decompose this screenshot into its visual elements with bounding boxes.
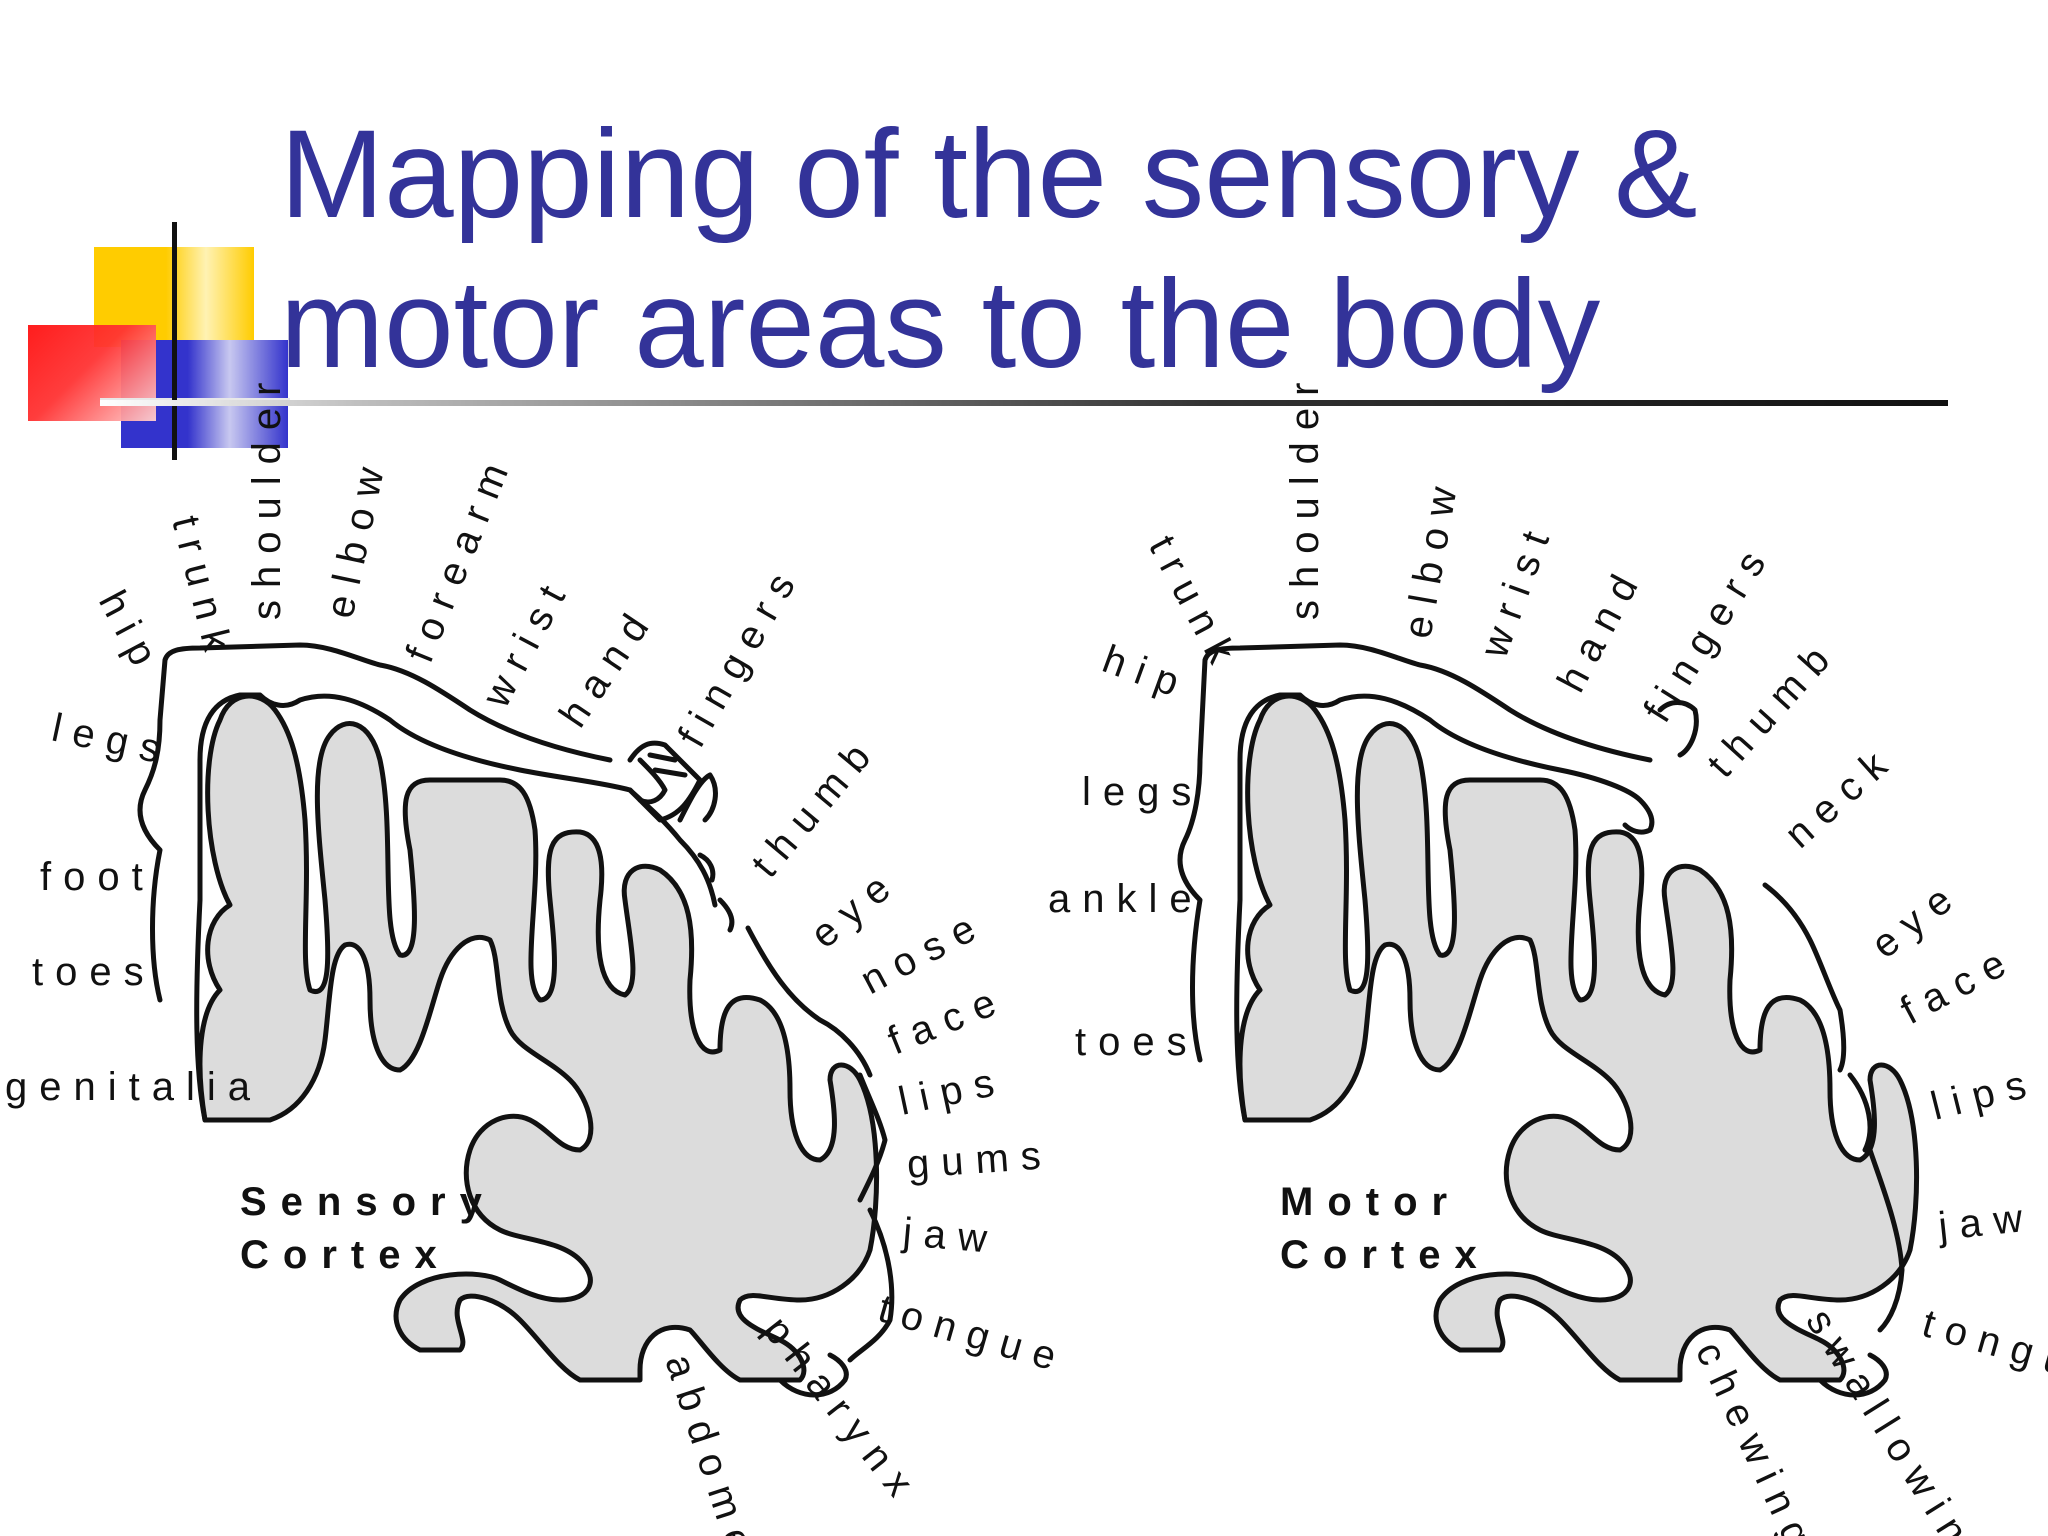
motor-cortex-label-line-2: Cortex: [1280, 1233, 1491, 1277]
motor-label-jaw: jaw: [1935, 1195, 2036, 1249]
sensory-cortex-gyri: [197, 693, 880, 1383]
sensory-label-hip: hip: [90, 584, 171, 684]
sensory-label-gums: gums: [906, 1133, 1055, 1187]
motor-label-hip: hip: [1097, 637, 1196, 709]
sensory-label-lips: lips: [895, 1058, 1010, 1123]
motor-label-lips: lips: [1927, 1060, 2042, 1129]
motor-label-tongue: tongue: [1918, 1301, 2048, 1397]
sensory-cortex-label-line-2: Cortex: [240, 1233, 451, 1277]
sensory-body-outline: [137, 642, 895, 1398]
motor-label-thumb: thumb: [1699, 629, 1846, 786]
title-line-1: Mapping of the sensory &: [280, 105, 1698, 244]
motor-homunculus: trunk shoulder elbow wrist hand fingers …: [1048, 371, 2048, 1536]
sensory-body-part-labels: hip trunk shoulder elbow forearm wrist h…: [5, 371, 1072, 1536]
sensory-cortex-label-line-1: Sensory: [240, 1180, 496, 1224]
motor-label-wrist: wrist: [1472, 514, 1562, 664]
motor-label-hand: hand: [1549, 558, 1652, 700]
sensory-hand-fingers: [627, 740, 703, 823]
motor-label-elbow: elbow: [1396, 472, 1468, 642]
motor-label-ankle: ankle: [1048, 877, 1204, 921]
sensory-label-hand: hand: [551, 597, 664, 735]
title-underline: [100, 400, 1948, 406]
motor-label-shoulder: shoulder: [1283, 371, 1327, 620]
motor-label-toes: toes: [1075, 1020, 1199, 1064]
sensory-label-jaw: jaw: [900, 1210, 1000, 1262]
sensory-label-face: face: [882, 976, 1013, 1063]
motor-cortex-label-line-1: Motor: [1280, 1180, 1461, 1224]
motor-label-legs: legs: [1082, 770, 1203, 814]
decorative-vertical-line: [172, 222, 177, 460]
sensory-label-genitalia: genitalia: [5, 1065, 262, 1109]
sensory-label-pharynx: pharynx: [755, 1308, 929, 1513]
motor-label-eye: eye: [1863, 871, 1969, 968]
sensory-homunculus: hip trunk shoulder elbow forearm wrist h…: [5, 371, 1072, 1536]
sensory-label-elbow: elbow: [318, 452, 395, 622]
title-line-2: motor areas to the body: [280, 255, 1601, 394]
slide-title: Mapping of the sensory & motor areas to …: [280, 100, 1980, 400]
sensory-label-tongue: tongue: [874, 1286, 1073, 1382]
sensory-label-toes: toes: [32, 950, 156, 994]
motor-body-outline: [1177, 642, 1905, 1398]
sensory-label-legs: legs: [48, 706, 176, 774]
sensory-label-thumb: thumb: [743, 726, 887, 885]
sensory-label-fingers: fingers: [670, 556, 810, 755]
sensory-label-shoulder: shoulder: [245, 371, 289, 620]
sensory-label-eye: eye: [803, 859, 908, 957]
sensory-label-foot: foot: [40, 855, 155, 899]
motor-label-face: face: [1894, 936, 2024, 1033]
sensory-label-forearm: forearm: [398, 446, 522, 668]
sensory-label-trunk: trunk: [163, 512, 242, 667]
motor-cortex-gyri: [1237, 693, 1920, 1383]
motor-label-neck: neck: [1777, 735, 1905, 856]
